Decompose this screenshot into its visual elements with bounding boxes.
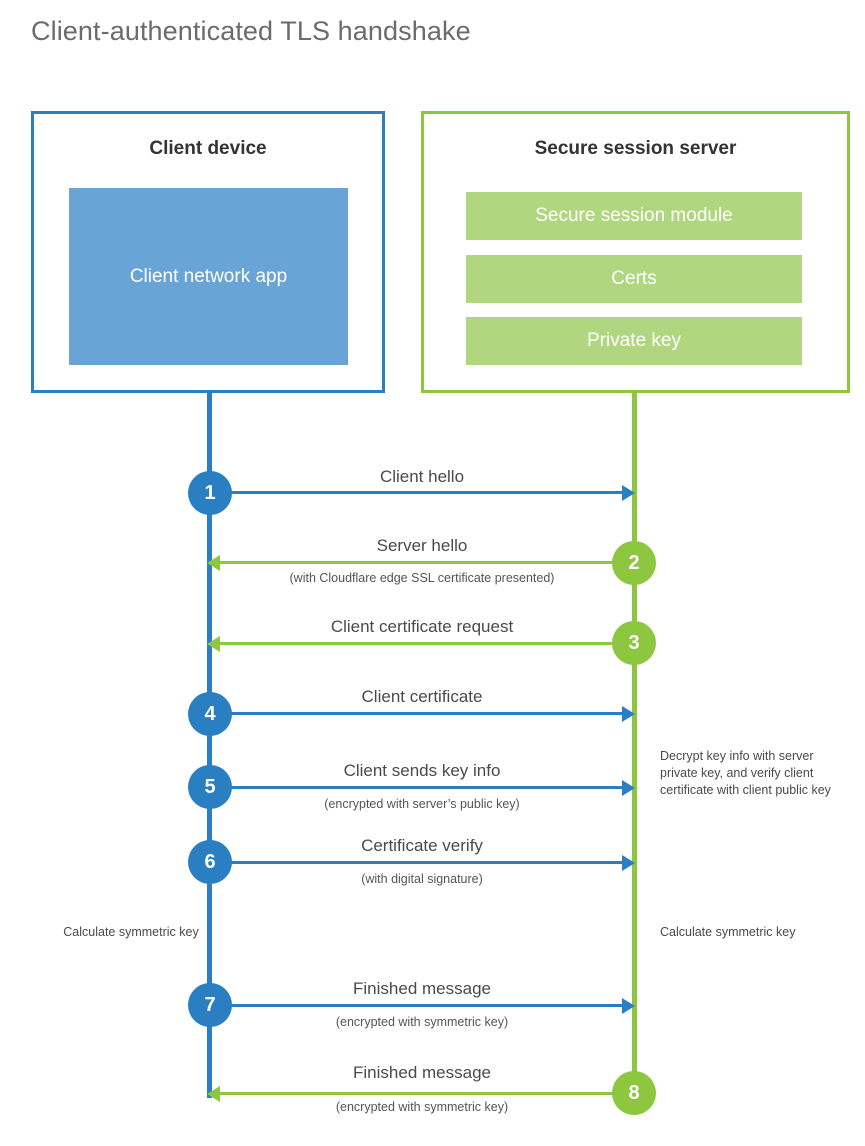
step-7-arrow-line: [210, 1004, 625, 1007]
step-4-arrow-line: [210, 712, 625, 715]
step-7-sublabel: (encrypted with symmetric key): [335, 1015, 509, 1029]
step-8-marker[interactable]: 8: [612, 1071, 656, 1115]
client-device-title: Client device: [149, 138, 267, 159]
step-1-arrow-line: [210, 491, 625, 494]
client-lifeline: [207, 393, 212, 1098]
server-lifeline: [632, 393, 637, 1093]
step-2-label: Server hello: [376, 536, 468, 555]
client-calculate-symmetric-key-note: Calculate symmetric key: [63, 925, 199, 939]
step-3-marker[interactable]: 3: [612, 621, 656, 665]
step-2-marker[interactable]: 2: [612, 541, 656, 585]
step-7-marker[interactable]: 7: [188, 983, 232, 1027]
step-3-arrow-head-icon: [207, 636, 220, 652]
step-6-label: Certificate verify: [361, 836, 483, 855]
step-8-arrow-head-icon: [207, 1086, 220, 1102]
client-device-panel: Client device Client network app: [31, 111, 385, 393]
server-item-certs: Certs: [466, 255, 802, 303]
secure-session-server-title: Secure session server: [534, 138, 737, 159]
step-4-label: Client certificate: [361, 687, 483, 706]
server-item-secure-session-module: Secure session module: [466, 192, 802, 240]
step-2-sublabel: (with Cloudflare edge SSL certificate pr…: [289, 571, 555, 585]
step-2-arrow-line: [218, 561, 632, 564]
step-5-sublabel: (encrypted with server’s public key): [324, 797, 520, 811]
step-5-marker[interactable]: 5: [188, 765, 232, 809]
step-1-marker[interactable]: 1: [188, 471, 232, 515]
step-1-label: Client hello: [379, 467, 465, 486]
step-6-arrow-head-icon: [622, 855, 635, 871]
step-2-arrow-head-icon: [207, 555, 220, 571]
step-1-arrow-head-icon: [622, 485, 635, 501]
step-6-marker[interactable]: 6: [188, 840, 232, 884]
step-5-label: Client sends key info: [343, 761, 501, 780]
server-decrypt-note: Decrypt key info with server private key…: [660, 749, 831, 797]
step-8-arrow-line: [218, 1092, 632, 1095]
step-3-arrow-line: [218, 642, 632, 645]
step-3-label: Client certificate request: [330, 617, 514, 636]
step-4-marker[interactable]: 4: [188, 692, 232, 736]
step-6-arrow-line: [210, 861, 625, 864]
server-calculate-symmetric-key-note: Calculate symmetric key: [660, 925, 796, 939]
step-5-arrow-head-icon: [622, 780, 635, 796]
secure-session-server-panel: Secure session server Secure session mod…: [421, 111, 850, 393]
page-title: Client-authenticated TLS handshake: [31, 16, 471, 46]
step-8-label: Finished message: [353, 1063, 491, 1082]
server-item-private-key: Private key: [466, 317, 802, 365]
step-8-sublabel: (encrypted with symmetric key): [335, 1100, 509, 1114]
step-7-label: Finished message: [353, 979, 491, 998]
step-6-sublabel: (with digital signature): [361, 872, 483, 886]
step-5-arrow-line: [210, 786, 625, 789]
step-7-arrow-head-icon: [622, 998, 635, 1014]
client-network-app-box: Client network app: [69, 188, 348, 365]
step-4-arrow-head-icon: [622, 706, 635, 722]
